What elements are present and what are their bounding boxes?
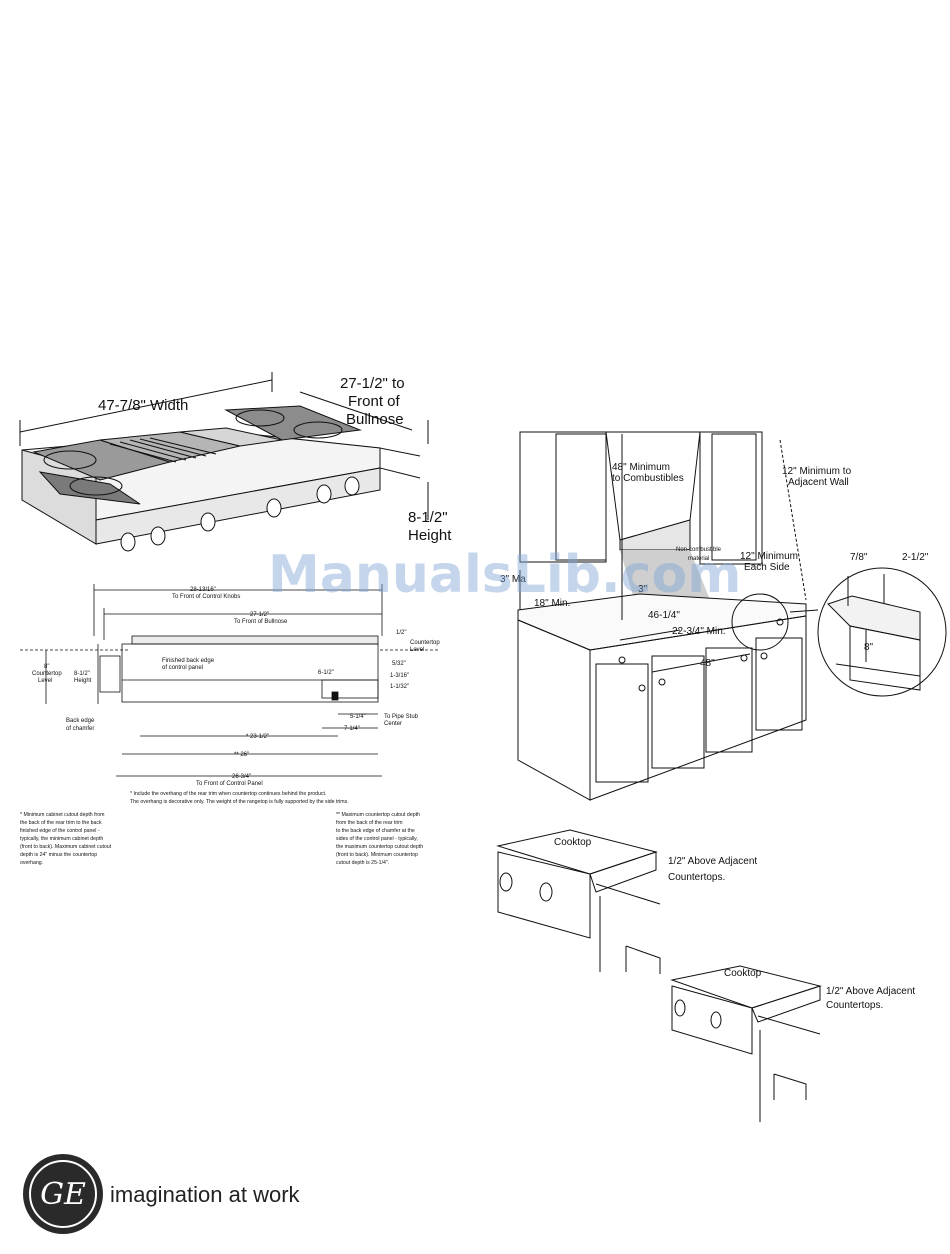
side-1-1-32: 1-1/32" — [390, 684, 409, 690]
countertop-b-label: Cooktop — [724, 968, 762, 979]
side-back-edge-1: Back edge — [66, 718, 95, 724]
svg-text:the back of the rear trim to t: the back of the rear trim to the back — [20, 820, 102, 826]
countertop-detail-b-drawing — [670, 965, 822, 1122]
inst-noncomb-2: material — [688, 556, 709, 562]
side-top-dim: 28-13/16" — [190, 587, 216, 593]
inst-wall-1: 12" Minimum to — [782, 466, 852, 477]
cooktop-isometric-drawing — [19, 372, 429, 552]
side-5-32: 5/32" — [392, 661, 406, 667]
ge-logo-icon: GE — [23, 1154, 103, 1234]
svg-text:cutout depth is 25-1/4".: cutout depth is 25-1/4". — [336, 860, 389, 866]
side-footnote-1: * Include the overhang of the rear trim … — [130, 791, 326, 797]
svg-text:(front to back). Maximum cabin: (front to back). Maximum cabinet cutout — [20, 844, 112, 850]
svg-text:** Maximum countertop cutout d: ** Maximum countertop cutout depth — [336, 812, 420, 818]
detail-7-8: 7/8" — [850, 552, 868, 563]
countertop-a-note-1: 1/2" Above Adjacent — [668, 856, 757, 867]
inst-each-side-1: 12" Minimum — [740, 551, 798, 562]
inst-frag: 3" — [638, 584, 648, 595]
cooktop-height-label-2: Height — [408, 527, 452, 544]
svg-text:from the back of the rear trim: from the back of the rear trim — [336, 820, 403, 826]
cutout-notes-left: * Minimum cabinet cutout depth from the … — [20, 812, 112, 866]
inst-forty-eight: 48" — [700, 658, 715, 669]
side-pipe-1: To Pipe Stub — [384, 714, 419, 720]
svg-text:typically, the minimum cabinet: typically, the minimum cabinet depth — [20, 836, 103, 842]
installation-drawing — [517, 431, 819, 801]
cooktop-depth-label-1: 27-1/2" to — [340, 375, 405, 392]
svg-text:to the back edge of chamfer at: to the back edge of chamfer at the — [336, 828, 415, 834]
cooktop-width-label: 47-7/8" Width — [98, 397, 188, 414]
side-view-drawing — [20, 584, 440, 777]
inst-wall-2: Adjacent Wall — [788, 477, 849, 488]
side-left-ct1: Countertop — [32, 671, 62, 677]
side-6-1-2: 6-1/2" — [318, 670, 334, 676]
trim-detail-drawing — [817, 567, 947, 697]
svg-text:GE: GE — [40, 1177, 86, 1212]
svg-text:depth is 24" minus the counter: depth is 24" minus the countertop — [20, 852, 97, 858]
inst-min-combustibles-2: to Combustibles — [612, 473, 684, 484]
side-left-8: 8" — [44, 664, 49, 670]
detail-8: 8" — [864, 642, 874, 653]
side-26-3-4-sub: To Front of Control Panel — [196, 781, 263, 787]
side-26-3-4: 26-3/4" — [232, 774, 251, 780]
countertop-a-label: Cooktop — [554, 837, 592, 848]
side-left-h1: 8-1/2" — [74, 671, 90, 677]
svg-text:(front to back). Minimum count: (front to back). Minimum countertop — [336, 852, 418, 858]
countertop-detail-a-drawing — [496, 829, 661, 974]
countertop-b-note-1: 1/2" Above Adjacent — [826, 986, 915, 997]
detail-2-1-2: 2-1/2" — [902, 552, 929, 563]
inst-min-combustibles-1: 48" Minimum — [612, 462, 670, 473]
manualslib-watermark: ManualsLib.com — [268, 545, 741, 605]
side-footnote-2: The overhang is decorative only. The wei… — [130, 799, 349, 805]
side-1-3-16: 1-3/16" — [390, 673, 409, 679]
side-countertop-level-1: Countertop — [410, 640, 440, 646]
inst-eighteen-min: 18" Min. — [534, 598, 570, 609]
side-second-sub: To Front of Bullnose — [234, 619, 288, 625]
cutout-notes-right: ** Maximum countertop cutout depth from … — [336, 812, 423, 866]
svg-text:* Minimum cabinet cutout depth: * Minimum cabinet cutout depth from — [20, 812, 104, 818]
side-finished-2: of control panel — [162, 665, 203, 671]
side-top-sub: To Front of Control Knobs — [172, 594, 240, 600]
side-7-1-4: 7-1/4" — [344, 726, 360, 732]
inst-noncomb-1: Non-combustible — [676, 547, 722, 553]
side-second-dim: 27-1/2" — [250, 612, 269, 618]
brand-tagline: imagination at work — [110, 1182, 301, 1207]
side-5-1-4: 5-1/4" — [350, 714, 366, 720]
cooktop-depth-label-3: Bullnose — [346, 411, 404, 428]
inst-forty-six: 46-1/4" — [648, 610, 680, 621]
inst-three-max: 3" Ma — [500, 574, 526, 585]
side-pipe-2: Center — [384, 721, 402, 727]
side-23-1-2: * 23-1/2" — [246, 734, 269, 740]
svg-text:overhang.: overhang. — [20, 860, 43, 866]
svg-text:the maximum countertop cutout: the maximum countertop cutout depth — [336, 844, 423, 850]
cooktop-height-label-1: 8-1/2" — [408, 509, 448, 526]
countertop-b-note-2: Countertops. — [826, 1000, 883, 1011]
side-left-h2: Height — [74, 678, 92, 684]
svg-text:finished edge of the control p: finished edge of the control panel - — [20, 828, 100, 834]
svg-text:sides of the control panel - t: sides of the control panel - typically, — [336, 836, 418, 842]
side-26: ** 26" — [234, 752, 249, 758]
side-left-ct2: Level — [38, 678, 52, 684]
side-half: 1/2" — [396, 630, 406, 636]
side-back-edge-2: of chamfer — [66, 726, 94, 732]
side-countertop-level-2: Level — [410, 647, 424, 653]
cooktop-depth-label-2: Front of — [348, 393, 401, 410]
inst-twenty-two: 22-3/4" Min. — [672, 626, 726, 637]
side-finished-1: Finished back edge — [162, 658, 215, 664]
countertop-a-note-2: Countertops. — [668, 872, 725, 883]
inst-each-side-2: Each Side — [744, 562, 790, 573]
